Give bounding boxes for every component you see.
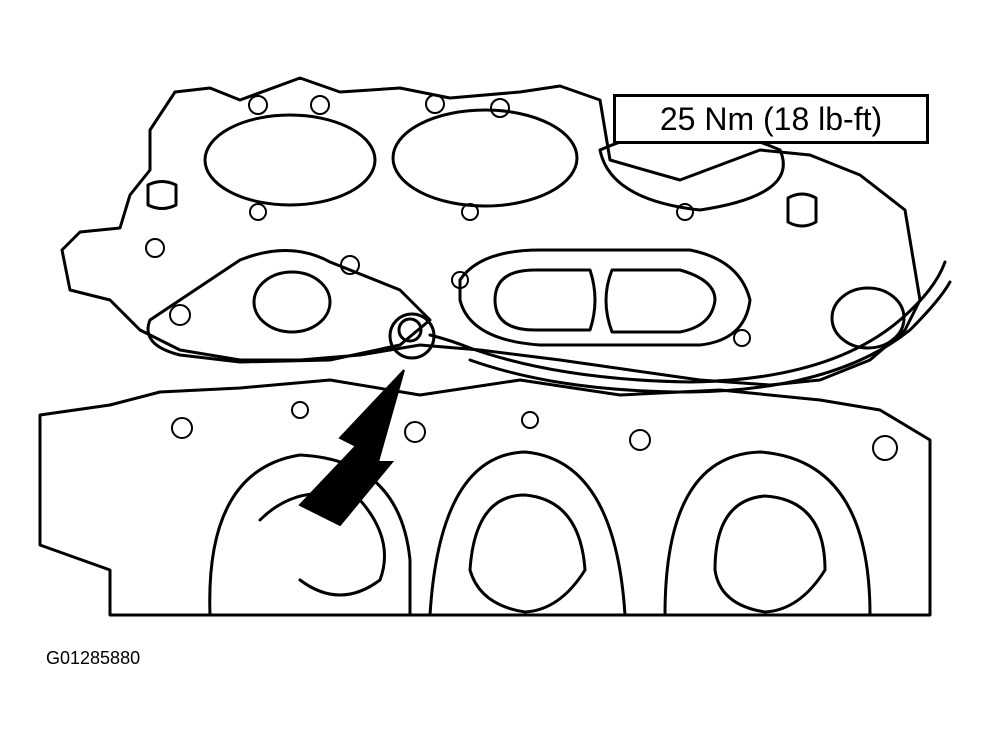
exhaust-flange [146, 249, 432, 364]
intake-port-frame [458, 248, 752, 347]
dowel-pin [786, 192, 818, 228]
arrow-pointer-icon [298, 369, 405, 527]
knock-sensor-icon [388, 312, 472, 360]
upper-head-outline [60, 76, 922, 387]
sensor-wire-harness [468, 260, 947, 384]
flange-stud [451, 271, 469, 289]
flange-stud [169, 304, 191, 326]
lower-bore-3-inner [713, 494, 827, 614]
bolt-hole [490, 98, 510, 118]
intake-port [604, 268, 717, 334]
figure-id-label: G01285880 [46, 648, 141, 668]
lower-block-outline [38, 378, 932, 617]
bolt-hole [425, 94, 445, 114]
exhaust-port [252, 270, 332, 334]
bolt-hole [249, 203, 267, 221]
block-bolt-hole [872, 435, 898, 461]
block-bolt-hole [291, 401, 309, 419]
lower-bore-2-inner [468, 493, 587, 614]
bolt-hole [461, 203, 479, 221]
dowel-pin [146, 180, 178, 210]
block-bolt-hole [171, 417, 193, 439]
block-bolt-hole [629, 429, 651, 451]
bolt-hole [676, 203, 694, 221]
torque-spec-callout: 25 Nm (18 lb-ft) [613, 94, 929, 144]
upper-bore-2 [391, 108, 579, 208]
sensor-wire-harness [468, 280, 952, 394]
flange-stud [340, 255, 360, 275]
block-bolt-hole [521, 411, 539, 429]
lower-bore-2 [428, 450, 627, 617]
right-port [830, 286, 906, 350]
flange-stud [733, 329, 751, 347]
torque-spec-label: 25 Nm (18 lb-ft) [659, 100, 883, 137]
bolt-hole [248, 95, 268, 115]
lower-bore-3 [663, 450, 872, 617]
bolt-hole [310, 95, 330, 115]
flange-stud [145, 238, 165, 258]
intake-port [493, 268, 597, 332]
lower-bore-1-inner [258, 491, 386, 597]
lower-bore-1 [208, 453, 412, 617]
upper-bore-1 [203, 113, 377, 207]
block-bolt-hole [404, 421, 426, 443]
